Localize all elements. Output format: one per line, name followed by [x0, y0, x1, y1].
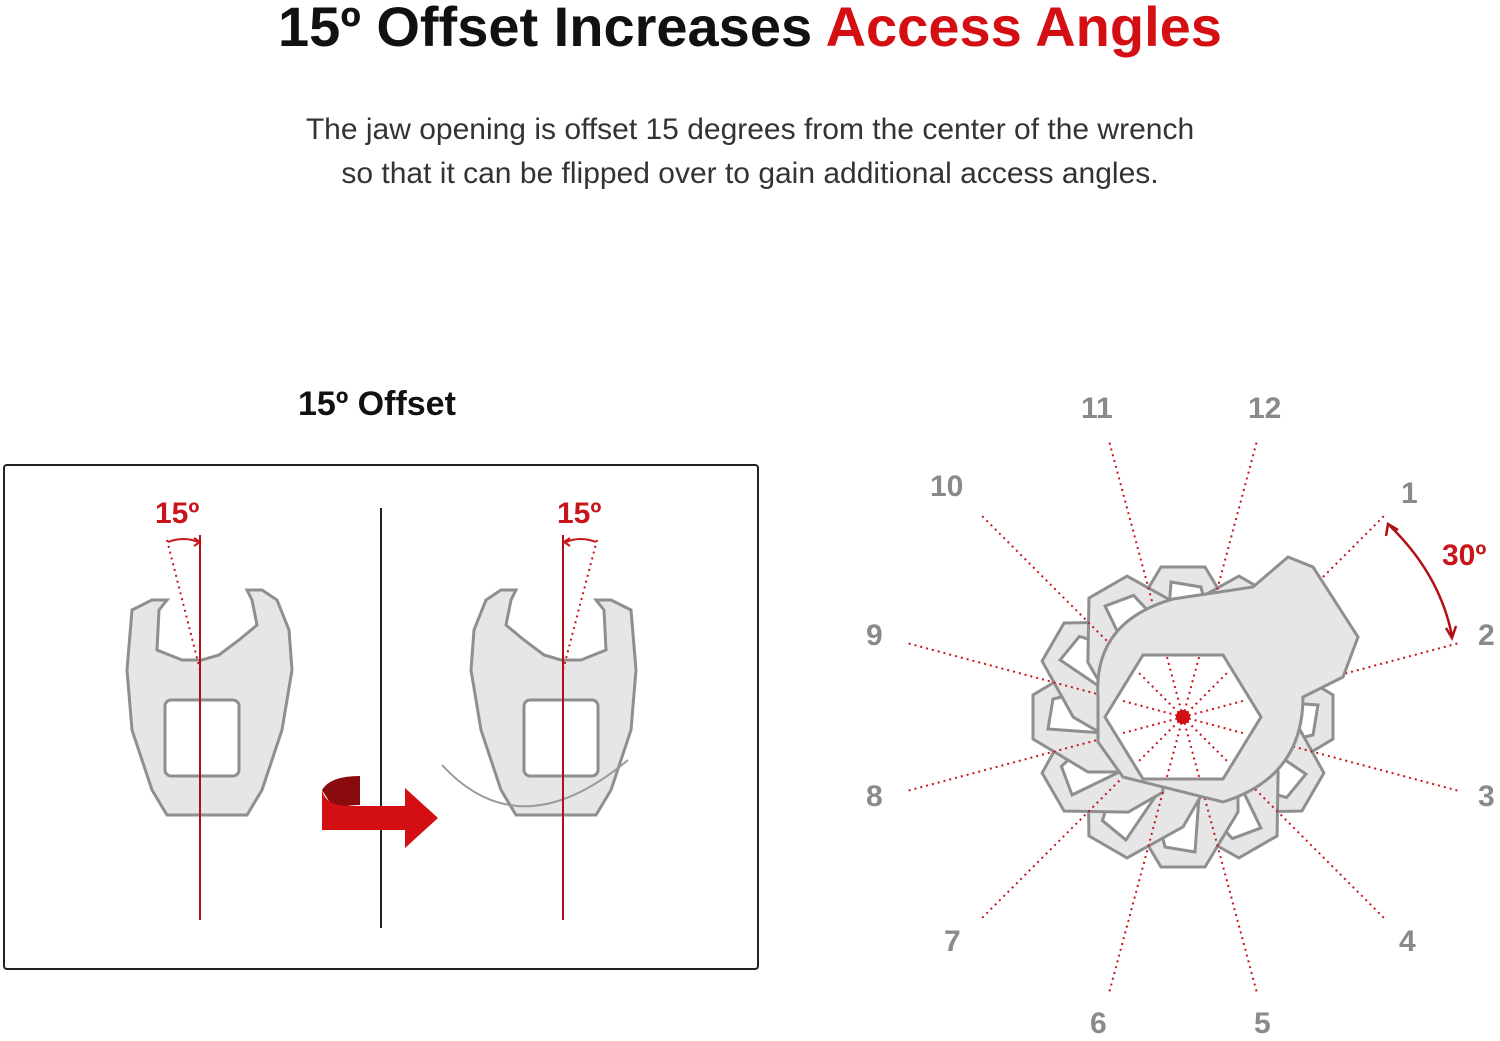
clock-label-9: 9 — [866, 619, 883, 652]
clock-label-1: 1 — [1401, 477, 1418, 510]
offset-label: 15º Offset — [298, 385, 456, 423]
title-accent: Access Angles — [825, 0, 1222, 58]
flip-arrow-icon — [322, 776, 438, 848]
wrench-icon — [469, 588, 638, 817]
clock-label-3: 3 — [1478, 780, 1495, 813]
clock-label-10: 10 — [930, 470, 964, 503]
clock-label-5: 5 — [1254, 1007, 1271, 1040]
clock-label-6: 6 — [1090, 1007, 1107, 1040]
wrench-icon — [125, 588, 294, 817]
angle-indicator-left — [167, 537, 202, 547]
clock-label-8: 8 — [866, 780, 883, 813]
angle-indicator-right — [562, 537, 597, 547]
subtitle-line-1: The jaw opening is offset 15 degrees fro… — [305, 113, 1195, 146]
clock-label-4: 4 — [1399, 925, 1416, 958]
page-title: 15º Offset Increases Access Angles — [0, 0, 1500, 59]
hex-radials — [1122, 656, 1244, 778]
clock-diagram — [907, 441, 1459, 993]
angle-arc-30 — [1384, 521, 1458, 641]
clock-label-11: 11 — [1081, 392, 1113, 425]
offset-panel — [3, 464, 759, 970]
clock-label-7: 7 — [944, 925, 961, 958]
angle-label-right: 15º — [557, 497, 602, 530]
angle-label-left: 15º — [155, 497, 200, 530]
title-main: 15º Offset Increases — [278, 0, 826, 58]
subtitle-line-2: so that it can be flipped over to gain a… — [341, 157, 1159, 190]
clock-label-2: 2 — [1478, 619, 1495, 652]
center-dot-icon — [1176, 710, 1190, 724]
subtitle: The jaw opening is offset 15 degrees fro… — [200, 108, 1300, 196]
angle-label-30: 30º — [1442, 539, 1487, 572]
clock-label-12: 12 — [1248, 392, 1282, 425]
